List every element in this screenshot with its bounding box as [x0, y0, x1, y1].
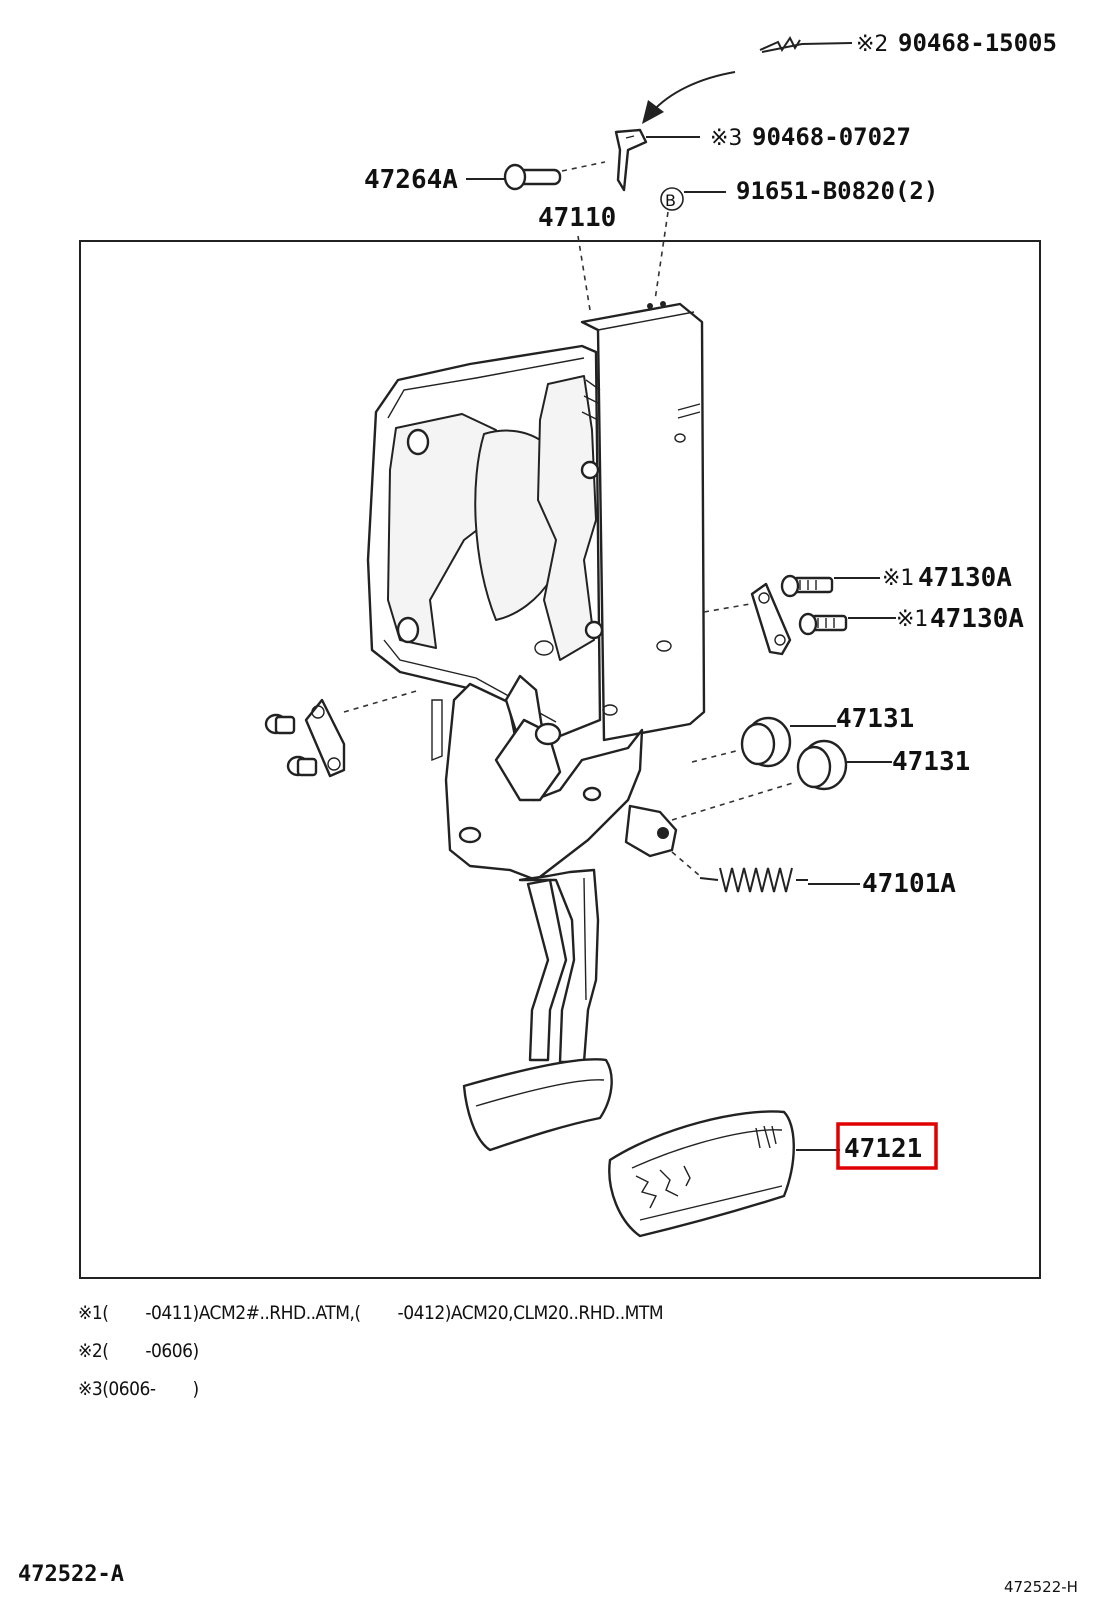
clip-90468-15005-drawing	[759, 36, 853, 53]
footnote-2: ※2( -0606)	[78, 1340, 199, 1362]
label-90468-07027: 90468-07027	[752, 123, 911, 151]
label-47131-2: 47131	[892, 747, 970, 777]
marker-90468-15005: ※2	[856, 32, 888, 57]
marker-47130a-2: ※1	[896, 607, 928, 632]
arrowhead-icon	[642, 100, 664, 124]
clip-90468-07027-drawing	[614, 128, 700, 192]
label-47130a-1: 47130A	[918, 563, 1012, 593]
marker-91651-b0820: B	[665, 191, 676, 210]
label-47264a: 47264A	[364, 165, 458, 195]
label-47101a: 47101A	[862, 869, 956, 899]
label-47130a-2: 47130A	[930, 604, 1024, 634]
diagram-frame	[79, 240, 1041, 1279]
label-47131-1: 47131	[836, 704, 914, 734]
diagram-code-left: 472522-A	[18, 1562, 124, 1587]
diagram-code-right: 472522-H	[1004, 1578, 1078, 1596]
pin-47264a-drawing	[466, 161, 606, 191]
label-47110: 47110	[538, 203, 616, 233]
marker-90468-07027: ※3	[710, 126, 742, 151]
footnote-1: ※1( -0411)ACM2#..RHD..ATM,( -0412)ACM20,…	[78, 1302, 664, 1324]
label-91651-b0820: 91651-B0820(2)	[736, 177, 938, 205]
highlight-box-47121	[836, 1122, 938, 1170]
pedal-bracket-47110-drawing	[366, 301, 706, 1152]
pedal-pad-47121-drawing	[608, 1110, 840, 1238]
right-mount-parts-drawing	[671, 574, 896, 893]
footnote-3: ※3(0606- )	[78, 1378, 199, 1400]
replacement-arrow-icon	[651, 71, 736, 113]
leader-bolt-hole	[654, 211, 669, 301]
leader-47110	[577, 235, 591, 311]
label-47121: 47121	[844, 1134, 922, 1164]
label-90468-15005: 90468-15005	[898, 29, 1057, 57]
marker-47130a-1: ※1	[882, 566, 914, 591]
bolt-91651-b0820-marker	[660, 187, 726, 211]
left-mount-parts-drawing	[264, 689, 421, 778]
